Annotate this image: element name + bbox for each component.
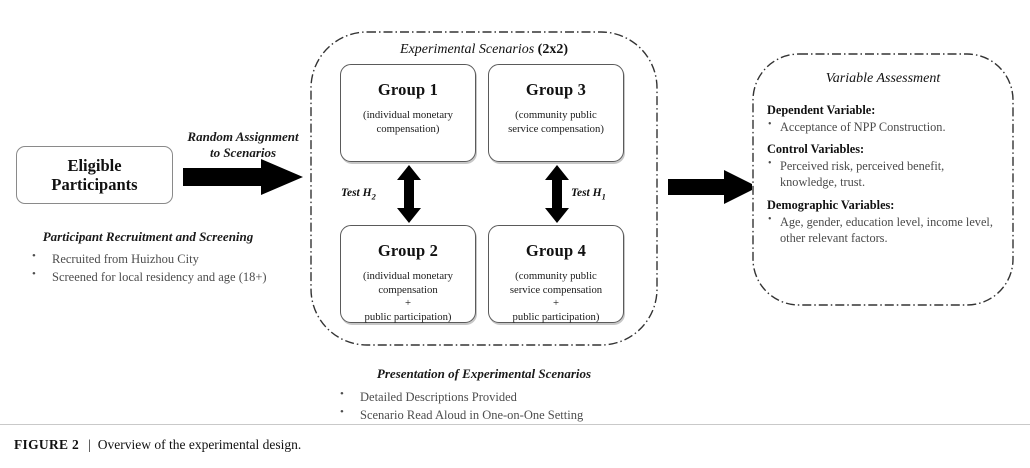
variable-section-heading: Dependent Variable: xyxy=(767,103,876,117)
test-h2-text: Test H xyxy=(341,187,372,199)
eligible-participants-box: Eligible Participants xyxy=(16,146,173,204)
list-item: Recruited from Huizhou City xyxy=(26,249,316,268)
variable-item-list: Acceptance of NPP Construction. xyxy=(767,118,999,135)
caption-separator: | xyxy=(88,437,91,452)
scenarios-title-suffix: (2x2) xyxy=(537,42,568,57)
double-arrow-h2 xyxy=(397,165,421,223)
random-assignment-line-1: Random Assignment xyxy=(187,129,299,144)
list-item: Scenario Read Aloud in One-on-One Settin… xyxy=(334,405,664,424)
group-description: (community public service compensation +… xyxy=(509,270,603,324)
arrow-scenarios-to-variables xyxy=(668,170,758,204)
scenarios-panel-border xyxy=(310,31,658,346)
list-item: Perceived risk, perceived benefit, knowl… xyxy=(767,157,999,190)
eligible-line-2: Participants xyxy=(51,175,138,194)
list-item: Screened for local residency and age (18… xyxy=(26,267,316,286)
double-arrow-h1 xyxy=(545,165,569,223)
arrow-participants-to-scenarios xyxy=(183,159,303,195)
random-assignment-line-2: to Scenarios xyxy=(209,145,277,161)
group-description: (community public service compensation) xyxy=(508,109,604,135)
test-h2-subscript: 2 xyxy=(371,191,376,202)
variable-section-demographic: Demographic Variables: Age, gender, educ… xyxy=(767,198,999,246)
variable-assessment-content: Dependent Variable: Acceptance of NPP Co… xyxy=(767,103,999,253)
group-box-4: Group 4 (community public service compen… xyxy=(488,225,624,323)
scenarios-title: Experimental Scenarios (2x2) xyxy=(310,42,658,58)
recruitment-bullet-list: Recruited from Huizhou City Screened for… xyxy=(26,249,316,286)
group-box-2: Group 2 (individual monetary compensatio… xyxy=(340,225,476,323)
variable-section-heading: Demographic Variables: xyxy=(767,197,895,212)
test-hypothesis-1-label: Test H1 xyxy=(571,187,606,201)
group-title: Group 3 xyxy=(525,80,587,99)
variable-assessment-title: Variable Assessment xyxy=(825,71,941,86)
presentation-heading: Presentation of Experimental Scenarios xyxy=(376,366,592,381)
test-h1-subscript: 1 xyxy=(601,191,606,202)
presentation-bullet-list: Detailed Descriptions Provided Scenario … xyxy=(334,387,664,424)
group-title: Group 4 xyxy=(525,241,587,260)
figure-caption: FIGURE 2 | Overview of the experimental de… xyxy=(14,437,301,453)
eligible-line-1: Eligible xyxy=(67,155,122,175)
test-h1-text: Test H xyxy=(571,187,602,199)
eligible-participants-label: Eligible Participants xyxy=(51,156,137,195)
recruitment-heading: Participant Recruitment and Screening xyxy=(42,229,254,244)
variable-section-dependent: Dependent Variable: Acceptance of NPP Co… xyxy=(767,103,999,135)
list-item: Acceptance of NPP Construction. xyxy=(767,118,999,135)
group-description: (individual monetary compensation + publ… xyxy=(363,270,453,324)
group-description: (individual monetary compensation) xyxy=(363,109,453,135)
variable-item-list: Perceived risk, perceived benefit, knowl… xyxy=(767,157,999,190)
list-item: Detailed Descriptions Provided xyxy=(334,387,664,406)
random-assignment-label: Random Assignment to Scenarios xyxy=(170,129,316,162)
group-box-3: Group 3 (community public service compen… xyxy=(488,64,624,162)
variable-item-list: Age, gender, education level, income lev… xyxy=(767,213,999,246)
variable-section-control: Control Variables: Perceived risk, perce… xyxy=(767,142,999,190)
list-item: Age, gender, education level, income lev… xyxy=(767,213,999,246)
caption-divider xyxy=(0,424,1030,425)
group-title: Group 2 xyxy=(377,241,439,260)
group-box-1: Group 1 (individual monetary compensatio… xyxy=(340,64,476,162)
variables-panel-border xyxy=(752,53,1014,306)
figure-number: FIGURE 2 xyxy=(14,437,80,452)
scenarios-title-main: Experimental Scenarios xyxy=(400,42,535,57)
test-hypothesis-2-label: Test H2 xyxy=(341,187,376,201)
variable-section-heading: Control Variables: xyxy=(767,142,865,157)
figure-caption-text: Overview of the experimental design. xyxy=(97,437,302,452)
group-title: Group 1 xyxy=(377,80,439,99)
